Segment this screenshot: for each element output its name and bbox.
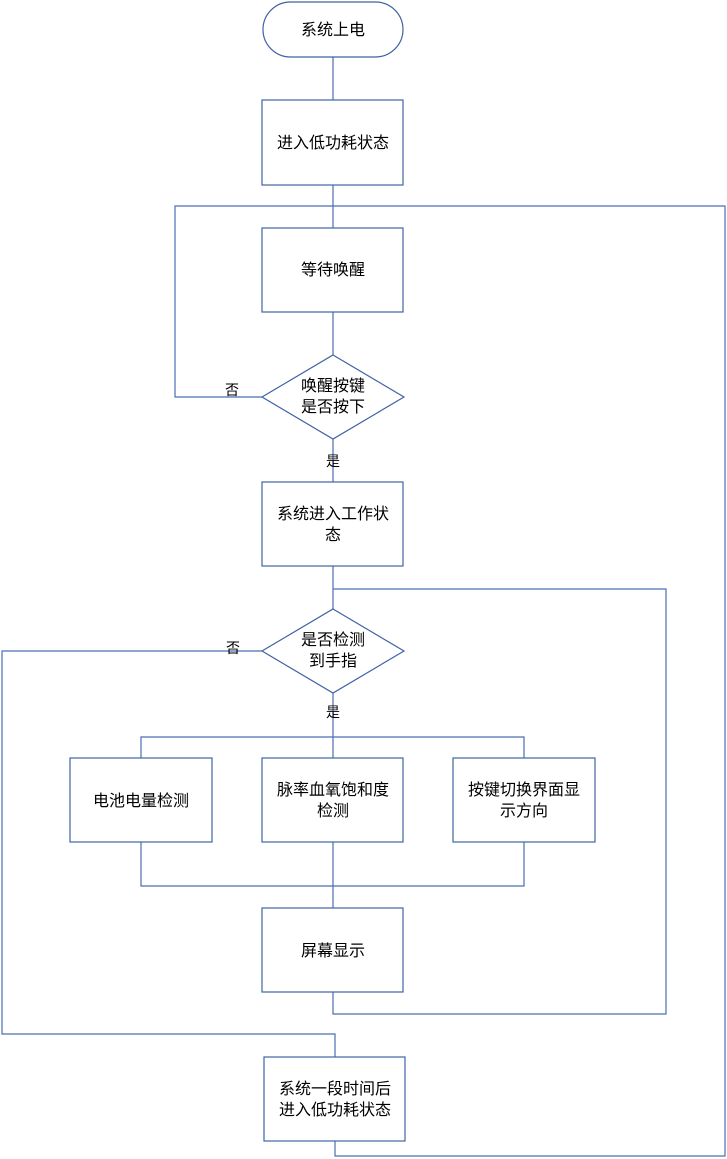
connectors (1, 57, 726, 1157)
node-finger-decision-line2: 到手指 (309, 652, 357, 670)
node-pulse-spo2-line2: 检测 (317, 802, 349, 820)
node-battery-check (69, 757, 213, 843)
node-wake-key-decision-line1: 唤醒按键 (301, 377, 365, 395)
node-finger-decision-line1: 是否检测 (301, 631, 365, 649)
node-wake-key-decision-line2: 是否按下 (301, 398, 365, 416)
edge-label-wake-no: 否 (225, 382, 239, 398)
connector-display-loop (332, 588, 667, 1015)
node-timeout-low-power-line1: 系统一段时间后 (279, 1080, 391, 1098)
node-finger-decision (260, 608, 406, 694)
edge-label-finger-no: 否 (226, 640, 240, 656)
node-low-power (261, 99, 404, 186)
node-key-orientation-line2: 示方向 (500, 802, 548, 820)
node-work-state-line2: 态 (325, 526, 341, 544)
node-pulse-spo2 (261, 757, 404, 843)
connector-finger-no (1, 650, 336, 1057)
node-timeout-low-power (263, 1056, 406, 1142)
node-key-orientation (452, 757, 596, 843)
node-screen-display-label: 屏幕显示 (301, 942, 365, 960)
node-wait-wakeup-label: 等待唤醒 (301, 261, 365, 279)
node-work-state (261, 481, 404, 567)
node-wake-key-decision (260, 354, 406, 440)
node-battery-check-label: 电池电量检测 (93, 792, 189, 810)
edge-label-wake-yes: 是 (326, 453, 340, 469)
node-low-power-label: 进入低功耗状态 (277, 134, 389, 152)
node-timeout-low-power-line2: 进入低功耗状态 (279, 1101, 391, 1119)
node-pulse-spo2-line1: 脉率血氧饱和度 (277, 781, 389, 799)
edge-labels: 否 是 否 是 (225, 382, 340, 720)
node-key-orientation-line1: 按键切换界面显 (468, 781, 580, 799)
node-power-on (262, 1, 404, 58)
node-power-on-label: 系统上电 (301, 21, 365, 39)
node-work-state-line1: 系统进入工作状 (277, 505, 389, 523)
node-wait-wakeup (261, 227, 404, 313)
nodes: 系统上电 进入低功耗状态 等待唤醒 唤醒按键 是否按下 系统进入工作状 态 是否… (69, 1, 596, 1142)
edge-label-finger-yes: 是 (326, 704, 340, 720)
connector-timeout-loop (333, 205, 726, 1157)
node-screen-display (261, 907, 404, 993)
connector-wake-no-loop (174, 205, 333, 398)
